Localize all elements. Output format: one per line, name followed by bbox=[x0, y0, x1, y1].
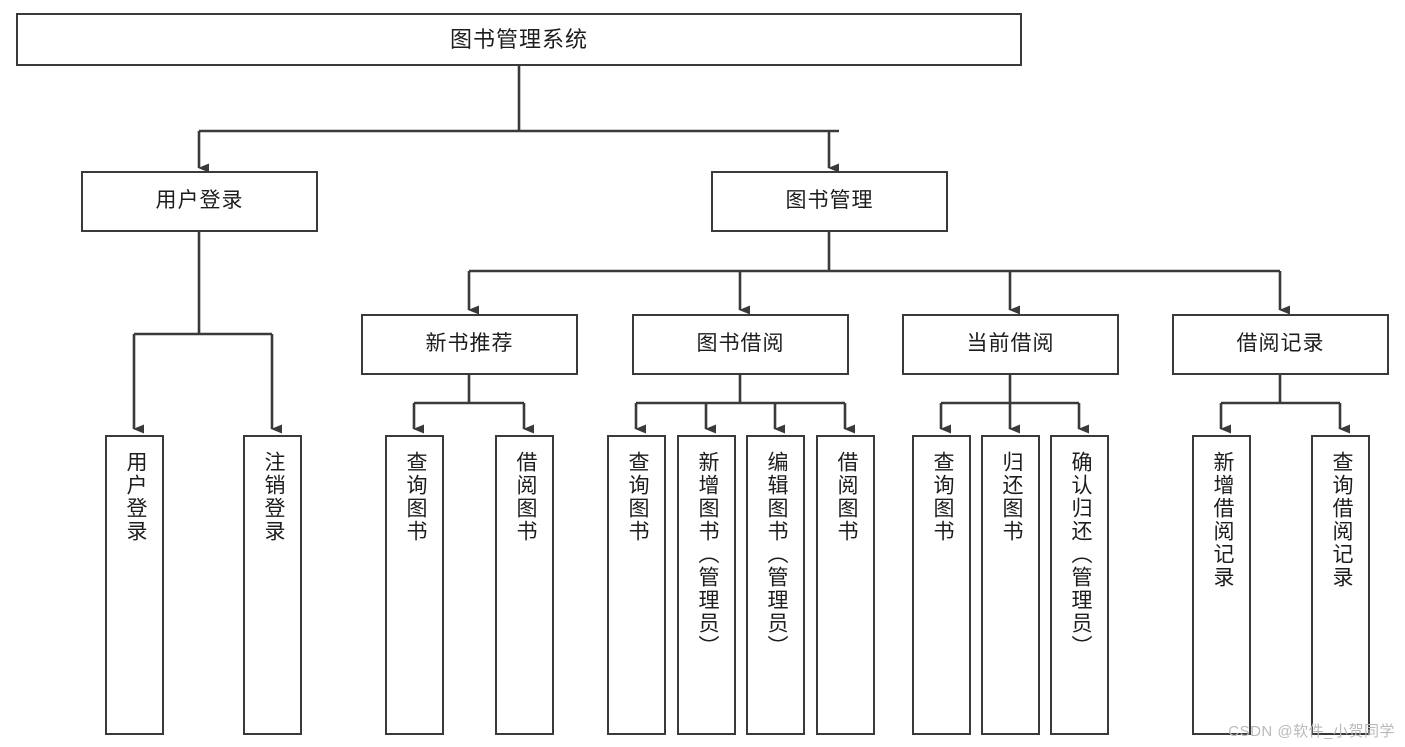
node-label: 归还图书 bbox=[999, 451, 1023, 543]
node-label: 图书管理系统 bbox=[449, 26, 588, 52]
node-label: 注销登录 bbox=[261, 451, 285, 543]
node-user-login[interactable]: 用户登录 bbox=[81, 171, 318, 232]
node-leaf-query-borrow-record[interactable]: 查询借阅记录 bbox=[1311, 435, 1370, 735]
node-label: 新增图书（管理员） bbox=[695, 451, 719, 658]
node-leaf-return-book[interactable]: 归还图书 bbox=[981, 435, 1040, 735]
node-book-management[interactable]: 图书管理 bbox=[711, 171, 948, 232]
node-leaf-confirm-return-admin[interactable]: 确认归还（管理员） bbox=[1050, 435, 1109, 735]
node-label: 查询图书 bbox=[403, 451, 427, 543]
node-borrow-record[interactable]: 借阅记录 bbox=[1172, 314, 1389, 375]
node-leaf-edit-book-admin[interactable]: 编辑图书（管理员） bbox=[746, 435, 805, 735]
node-label: 新增借阅记录 bbox=[1210, 451, 1234, 589]
node-label: 图书借阅 bbox=[696, 332, 785, 356]
node-leaf-borrow-book-recommend[interactable]: 借阅图书 bbox=[495, 435, 554, 735]
node-leaf-add-borrow-record[interactable]: 新增借阅记录 bbox=[1192, 435, 1251, 735]
node-leaf-user-login[interactable]: 用户登录 bbox=[105, 435, 164, 735]
node-leaf-add-book-admin[interactable]: 新增图书（管理员） bbox=[677, 435, 736, 735]
node-label: 用户登录 bbox=[155, 189, 244, 213]
node-label: 确认归还（管理员） bbox=[1068, 451, 1092, 658]
node-leaf-logout[interactable]: 注销登录 bbox=[243, 435, 302, 735]
node-root-system[interactable]: 图书管理系统 bbox=[16, 13, 1022, 66]
node-book-borrow[interactable]: 图书借阅 bbox=[632, 314, 849, 375]
node-new-book-recommend[interactable]: 新书推荐 bbox=[361, 314, 578, 375]
node-label: 当前借阅 bbox=[966, 332, 1055, 356]
node-leaf-query-book-current[interactable]: 查询图书 bbox=[912, 435, 971, 735]
node-label: 查询图书 bbox=[625, 451, 649, 543]
node-label: 查询图书 bbox=[930, 451, 954, 543]
node-current-borrow[interactable]: 当前借阅 bbox=[902, 314, 1119, 375]
node-leaf-query-book[interactable]: 查询图书 bbox=[607, 435, 666, 735]
node-label: 借阅记录 bbox=[1236, 332, 1325, 356]
node-label: 图书管理 bbox=[785, 189, 874, 213]
node-label: 新书推荐 bbox=[425, 332, 514, 356]
csdn-watermark: CSDN @软件_小贺同学 bbox=[1228, 723, 1395, 740]
node-label: 用户登录 bbox=[123, 451, 147, 543]
node-label: 查询借阅记录 bbox=[1329, 451, 1353, 589]
node-label: 借阅图书 bbox=[513, 451, 537, 543]
node-label: 借阅图书 bbox=[834, 451, 858, 543]
node-leaf-query-book-recommend[interactable]: 查询图书 bbox=[385, 435, 444, 735]
node-label: 编辑图书（管理员） bbox=[764, 451, 788, 658]
node-leaf-borrow-book[interactable]: 借阅图书 bbox=[816, 435, 875, 735]
